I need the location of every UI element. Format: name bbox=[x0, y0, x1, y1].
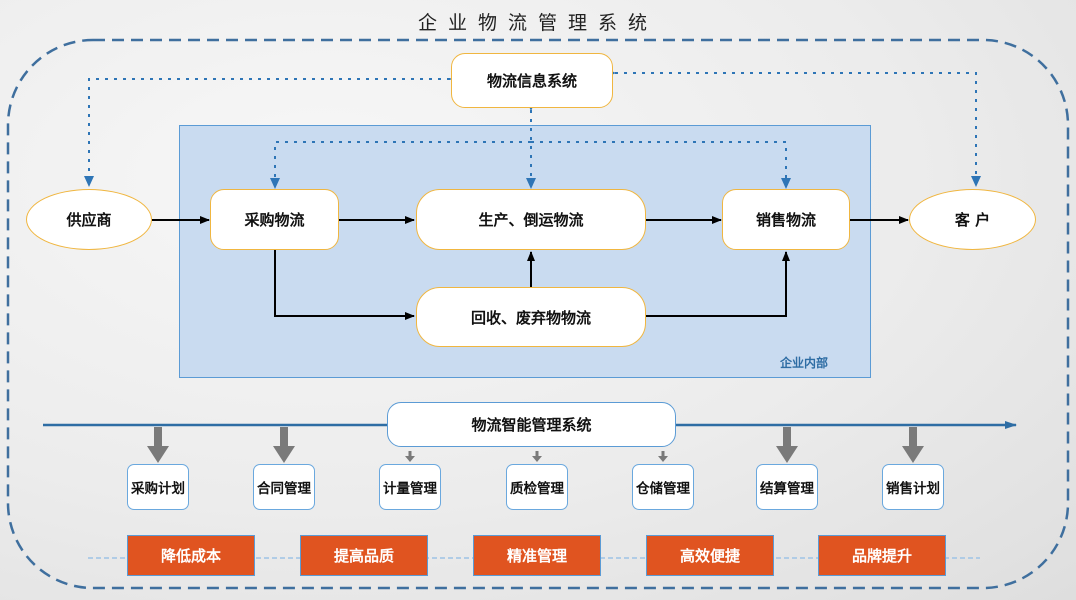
module-label: 结算管理 bbox=[760, 481, 814, 497]
enterprise-internal-label: 企业内部 bbox=[780, 356, 829, 370]
module-label: 合同管理 bbox=[257, 481, 311, 497]
customer-node[interactable]: 客 户 bbox=[909, 189, 1036, 250]
module-label: 计量管理 bbox=[383, 481, 437, 497]
benefit-4: 高效便捷 bbox=[646, 535, 774, 576]
supplier-node[interactable]: 供应商 bbox=[26, 189, 152, 250]
module-label: 采购计划 bbox=[131, 481, 185, 497]
supplier-label: 供应商 bbox=[66, 211, 112, 229]
benefit-label: 精准管理 bbox=[506, 547, 567, 565]
intelligent-management-system-label: 物流智能管理系统 bbox=[471, 416, 592, 434]
module-2[interactable]: 合同管理 bbox=[253, 464, 315, 510]
procurement-logistics-node[interactable]: 采购物流 bbox=[210, 189, 339, 250]
recycling-logistics-node[interactable]: 回收、废弃物物流 bbox=[416, 287, 646, 347]
module-4[interactable]: 质检管理 bbox=[506, 464, 568, 510]
production-logistics-node[interactable]: 生产、倒运物流 bbox=[416, 189, 646, 250]
module-3[interactable]: 计量管理 bbox=[379, 464, 441, 510]
outer-frame bbox=[6, 38, 1070, 590]
benefit-label: 降低成本 bbox=[160, 547, 221, 565]
benefit-label: 高效便捷 bbox=[679, 547, 740, 565]
benefit-3: 精准管理 bbox=[473, 535, 601, 576]
module-label: 仓储管理 bbox=[636, 481, 690, 497]
procurement-logistics-label: 采购物流 bbox=[244, 211, 305, 229]
module-label: 销售计划 bbox=[886, 481, 940, 497]
module-7[interactable]: 销售计划 bbox=[882, 464, 944, 510]
intelligent-management-system-node[interactable]: 物流智能管理系统 bbox=[387, 402, 676, 447]
benefit-2: 提高品质 bbox=[300, 535, 428, 576]
logistics-info-system-node[interactable]: 物流信息系统 bbox=[451, 53, 613, 108]
benefit-label: 提高品质 bbox=[333, 547, 394, 565]
module-label: 质检管理 bbox=[510, 481, 564, 497]
module-5[interactable]: 仓储管理 bbox=[632, 464, 694, 510]
recycling-logistics-label: 回收、废弃物物流 bbox=[470, 308, 591, 327]
logistics-info-system-label: 物流信息系统 bbox=[486, 72, 577, 90]
module-1[interactable]: 采购计划 bbox=[127, 464, 189, 510]
benefit-label: 品牌提升 bbox=[851, 547, 912, 565]
sales-logistics-node[interactable]: 销售物流 bbox=[722, 189, 850, 250]
benefit-1: 降低成本 bbox=[127, 535, 255, 576]
production-logistics-label: 生产、倒运物流 bbox=[478, 211, 584, 229]
module-6[interactable]: 结算管理 bbox=[756, 464, 818, 510]
diagram-title: 企业物流管理系统 bbox=[417, 12, 658, 34]
sales-logistics-label: 销售物流 bbox=[755, 211, 816, 229]
benefit-5: 品牌提升 bbox=[818, 535, 946, 576]
customer-label: 客 户 bbox=[954, 211, 991, 229]
